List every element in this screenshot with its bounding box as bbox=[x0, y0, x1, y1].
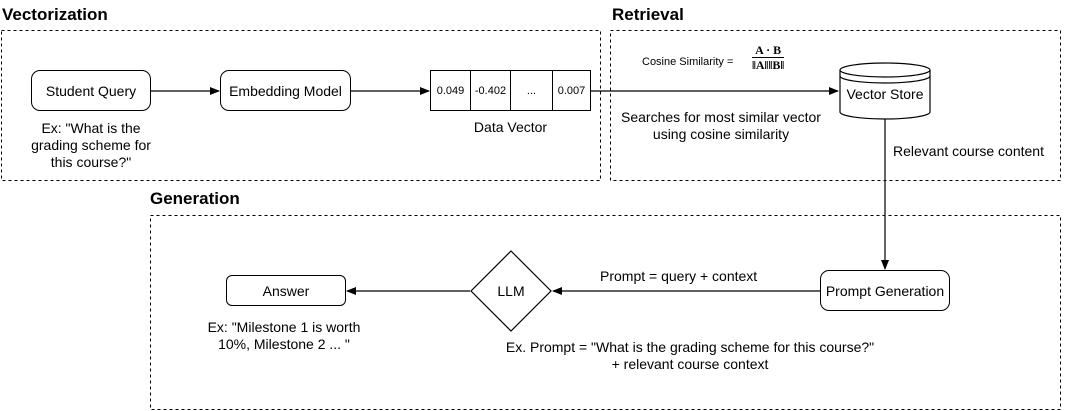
query-example-note: Ex: "What is the grading scheme for this… bbox=[31, 120, 151, 170]
data-vector-label: Data Vector bbox=[473, 119, 548, 135]
section-title-vectorization: Vectorization bbox=[2, 5, 108, 24]
cosine-numerator: A · B bbox=[752, 43, 785, 58]
section-title-retrieval: Retrieval bbox=[612, 5, 684, 24]
cosine-formula: A · B ‖A‖‖B‖ bbox=[752, 43, 784, 72]
llm-label: LLM bbox=[497, 283, 525, 299]
data-vector: 0.049 -0.402 ... 0.007 bbox=[430, 70, 591, 111]
answer-example-note: Ex: "Milestone 1 is worth 10%, Milestone… bbox=[207, 319, 361, 352]
prompt-generation-node: Prompt Generation bbox=[820, 270, 950, 311]
search-note: Searches for most similar vector using c… bbox=[621, 109, 821, 142]
generation-container bbox=[150, 215, 1061, 410]
vector-store-cylinder bbox=[839, 62, 931, 120]
relevant-content-note: Relevant course content bbox=[893, 143, 1044, 159]
section-title-generation: Generation bbox=[150, 189, 240, 208]
cosine-similarity-label: Cosine Similarity = bbox=[642, 56, 734, 68]
embedding-model-node: Embedding Model bbox=[220, 70, 351, 111]
llm-diamond bbox=[470, 250, 552, 332]
answer-node: Answer bbox=[226, 275, 346, 306]
student-query-node: Student Query bbox=[31, 70, 151, 111]
cosine-denominator: ‖A‖‖B‖ bbox=[752, 58, 785, 72]
vector-cell: 0.007 bbox=[557, 84, 586, 97]
vector-cell: ... bbox=[511, 71, 553, 110]
vector-store-label: Vector Store bbox=[846, 86, 924, 102]
retrieval-container bbox=[610, 30, 1061, 181]
prompt-example-note: Ex. Prompt = "What is the grading scheme… bbox=[505, 339, 875, 372]
vector-cell: 0.049 bbox=[431, 71, 471, 110]
vectorization-container bbox=[1, 30, 601, 181]
prompt-formula-note: Prompt = query + context bbox=[600, 268, 758, 284]
vector-cell: -0.402 bbox=[471, 71, 511, 110]
